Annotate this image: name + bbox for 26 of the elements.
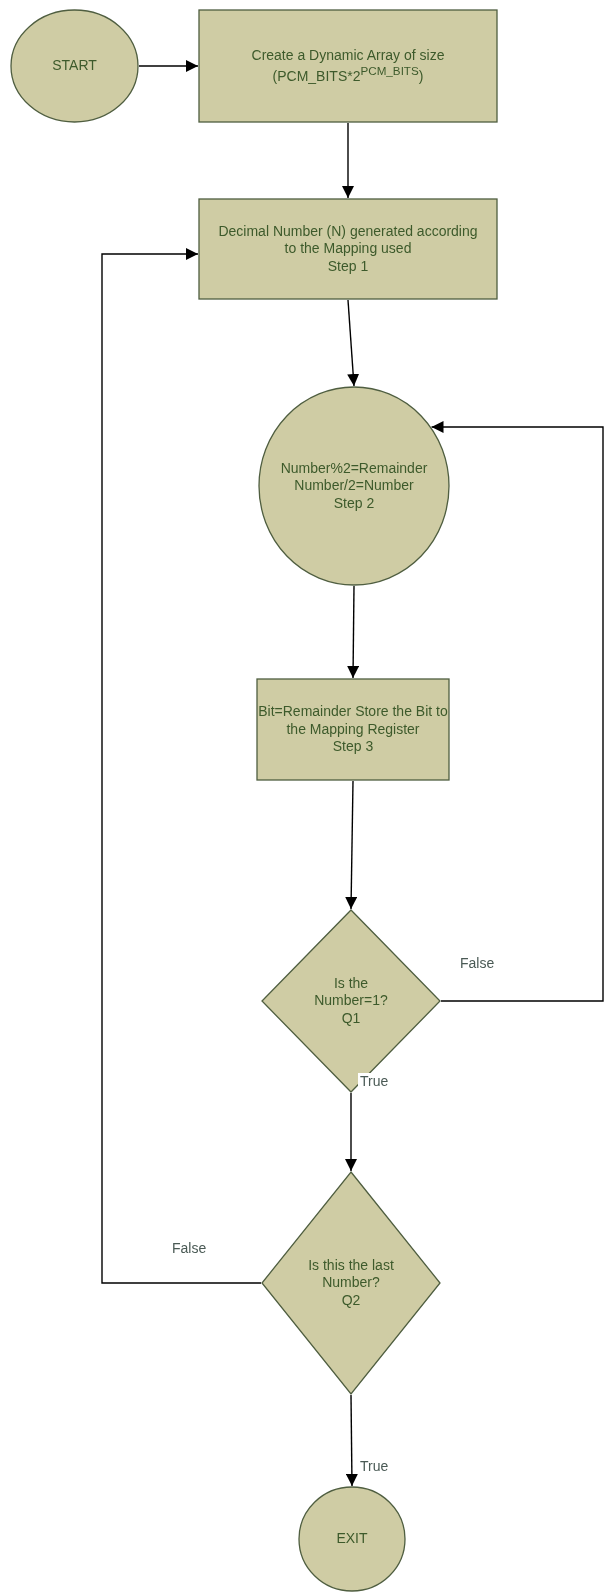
step-label: Step 3 <box>331 738 375 756</box>
edge-label: False <box>458 955 497 971</box>
edge-label: True <box>358 1458 391 1474</box>
arrow <box>345 1394 358 1487</box>
node-text: Decimal Number (N) generated according to the Mapping used <box>217 222 479 258</box>
step-label: Q1 <box>340 1009 362 1028</box>
arrow <box>345 1092 357 1172</box>
arrow <box>101 248 262 1284</box>
node-text: Is the Number=1? <box>313 974 389 1010</box>
arrow <box>345 780 358 910</box>
node-text: Is this the last Number? <box>307 1256 395 1292</box>
node-text: Create a Dynamic Array of size (PCM_BITS*2$^{PCM_BITS}$) <box>250 46 446 86</box>
node-text: EXIT <box>335 1530 369 1548</box>
node-text: START <box>51 57 98 75</box>
step-label: Step 1 <box>326 257 370 276</box>
edge-label: False <box>170 1240 209 1256</box>
step-label: Step 2 <box>332 494 376 513</box>
step-label: Q2 <box>340 1291 362 1310</box>
edge-label: True <box>358 1073 391 1089</box>
arrow <box>138 60 199 72</box>
arrow <box>347 585 360 679</box>
arrow <box>342 122 354 199</box>
node-text: Number%2=Remainder Number/2=Number <box>279 459 429 495</box>
arrow <box>347 299 360 387</box>
node-text: Bit=Remainder Store the Bit to the Mapping Register <box>257 703 449 739</box>
arrow <box>430 421 604 1002</box>
